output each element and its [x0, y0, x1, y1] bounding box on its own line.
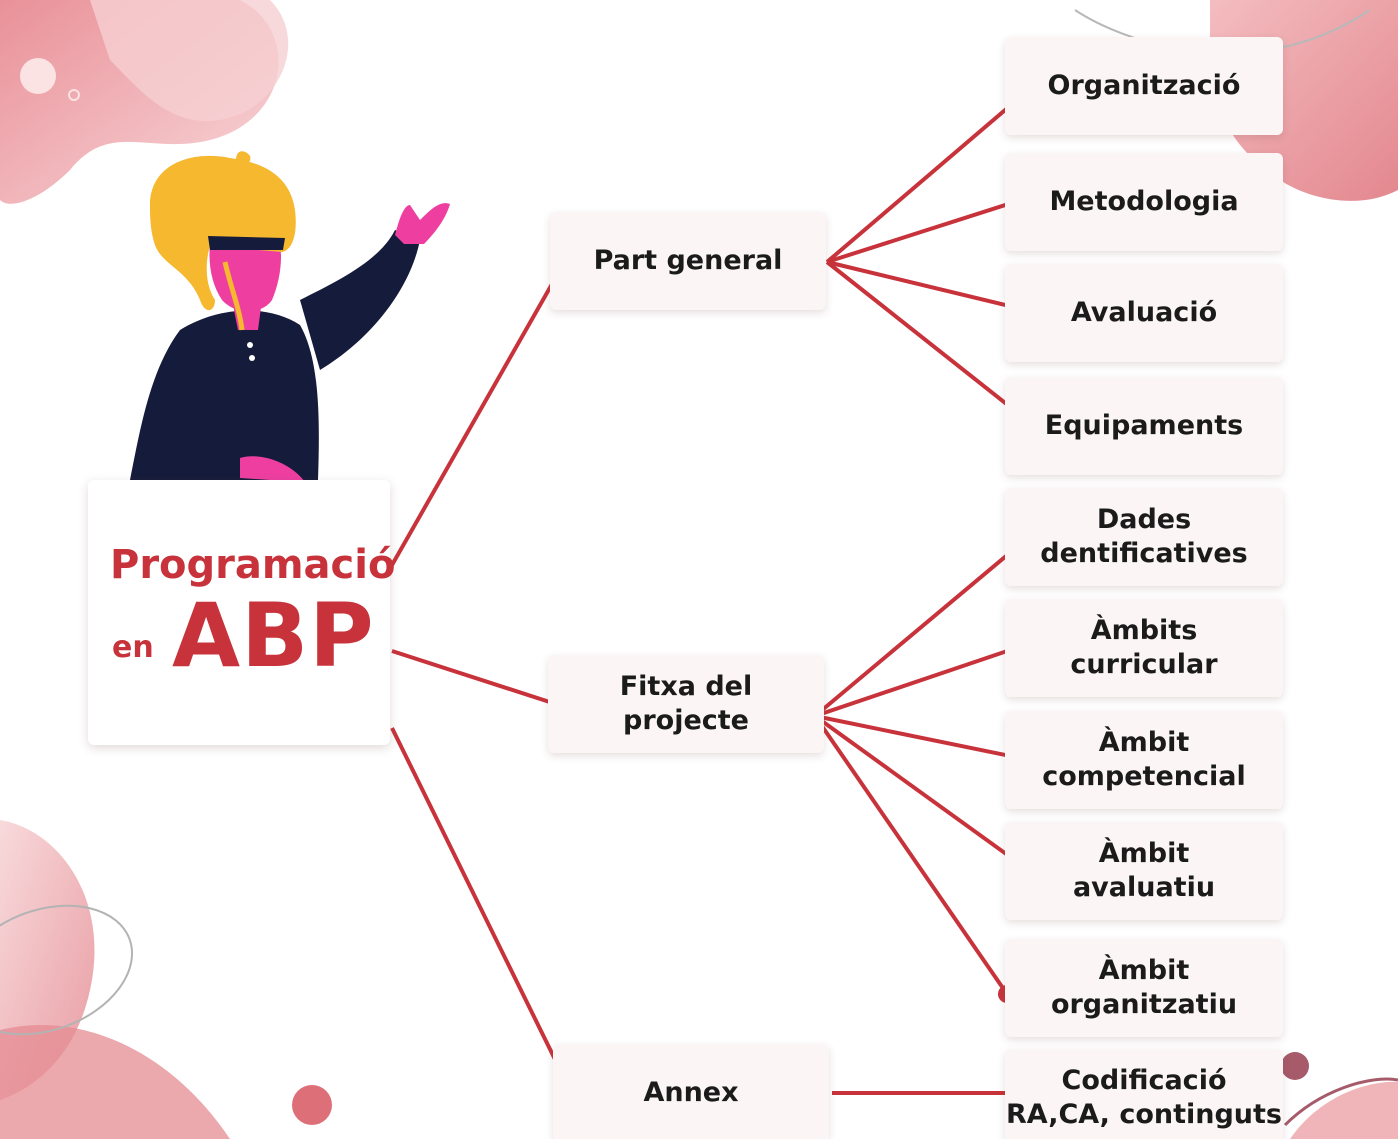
dot-bottom-left: [292, 1085, 332, 1125]
connector-fitxa-leaf: [813, 714, 1029, 871]
leaf-node-codificacio: Codificació RA,CA, continguts: [1005, 1049, 1283, 1139]
button-2: [249, 355, 255, 361]
connector-root-fitxa: [391, 649, 563, 708]
connector-fitxa-leaf: [813, 714, 1009, 996]
dot-top-left: [20, 58, 56, 94]
leaf-node-ambit-avaluatiu: Àmbit avaluatiu: [1005, 822, 1283, 920]
root-title-line2: en: [112, 630, 154, 665]
leaf-node-ambits-curricular: Àmbits curricular: [1005, 599, 1283, 697]
leaf-node-ambit-organitzatiu: Àmbit organitzatiu: [1005, 939, 1283, 1037]
connector-fitxa-leaf: [814, 714, 1026, 761]
button-1: [247, 342, 253, 348]
ring-bottom-left: [0, 904, 134, 1036]
connector-part-general-leaf: [825, 91, 1027, 264]
hair: [150, 155, 296, 311]
connector-root-annex: [390, 727, 576, 1099]
branch-node-fitxa-del-projecte: Fitxa del projecte: [548, 655, 824, 753]
connector-part-general-leaf: [825, 260, 1030, 423]
arc-bottom-right: [1283, 1077, 1398, 1127]
raised-hand: [395, 203, 450, 244]
leaf-node-dades-identificatives: Dades dentificatives: [1005, 488, 1283, 586]
headband: [208, 236, 285, 250]
ring-top-left: [68, 89, 80, 101]
branch-node-annex: Annex: [553, 1044, 829, 1139]
branch-node-part-general: Part general: [550, 212, 826, 310]
leaf-node-ambit-competencial: Àmbit competencial: [1005, 711, 1283, 809]
leaf-node-metodologia: Metodologia: [1005, 153, 1283, 251]
root-node: Programació en ABP: [88, 480, 395, 745]
connector-fitxa-leaf: [814, 644, 1023, 718]
blob-top-left-light: [90, 0, 289, 122]
connector-part-general-leaf: [826, 197, 1025, 264]
torso: [130, 310, 319, 480]
raised-arm: [300, 230, 420, 370]
leaf-node-avaluacio: Avaluació: [1005, 264, 1283, 362]
connector-fitxa-leaf: [813, 539, 1026, 718]
connector-root-part-general: [390, 262, 566, 566]
leaf-node-equipaments: Equipaments: [1005, 377, 1283, 475]
root-title-line1: Programació: [110, 542, 396, 588]
root-title-line3: ABP: [172, 584, 375, 687]
hair-strand: [222, 261, 245, 331]
blob-bottom-left-2: [0, 1024, 230, 1139]
dot-bottom-right: [1281, 1052, 1309, 1080]
leaf-node-organitzacio: Organització: [1005, 37, 1283, 135]
blob-bottom-right: [1290, 1081, 1398, 1139]
connector-part-general-leaf: [826, 260, 1027, 312]
hair-bun: [236, 151, 251, 166]
